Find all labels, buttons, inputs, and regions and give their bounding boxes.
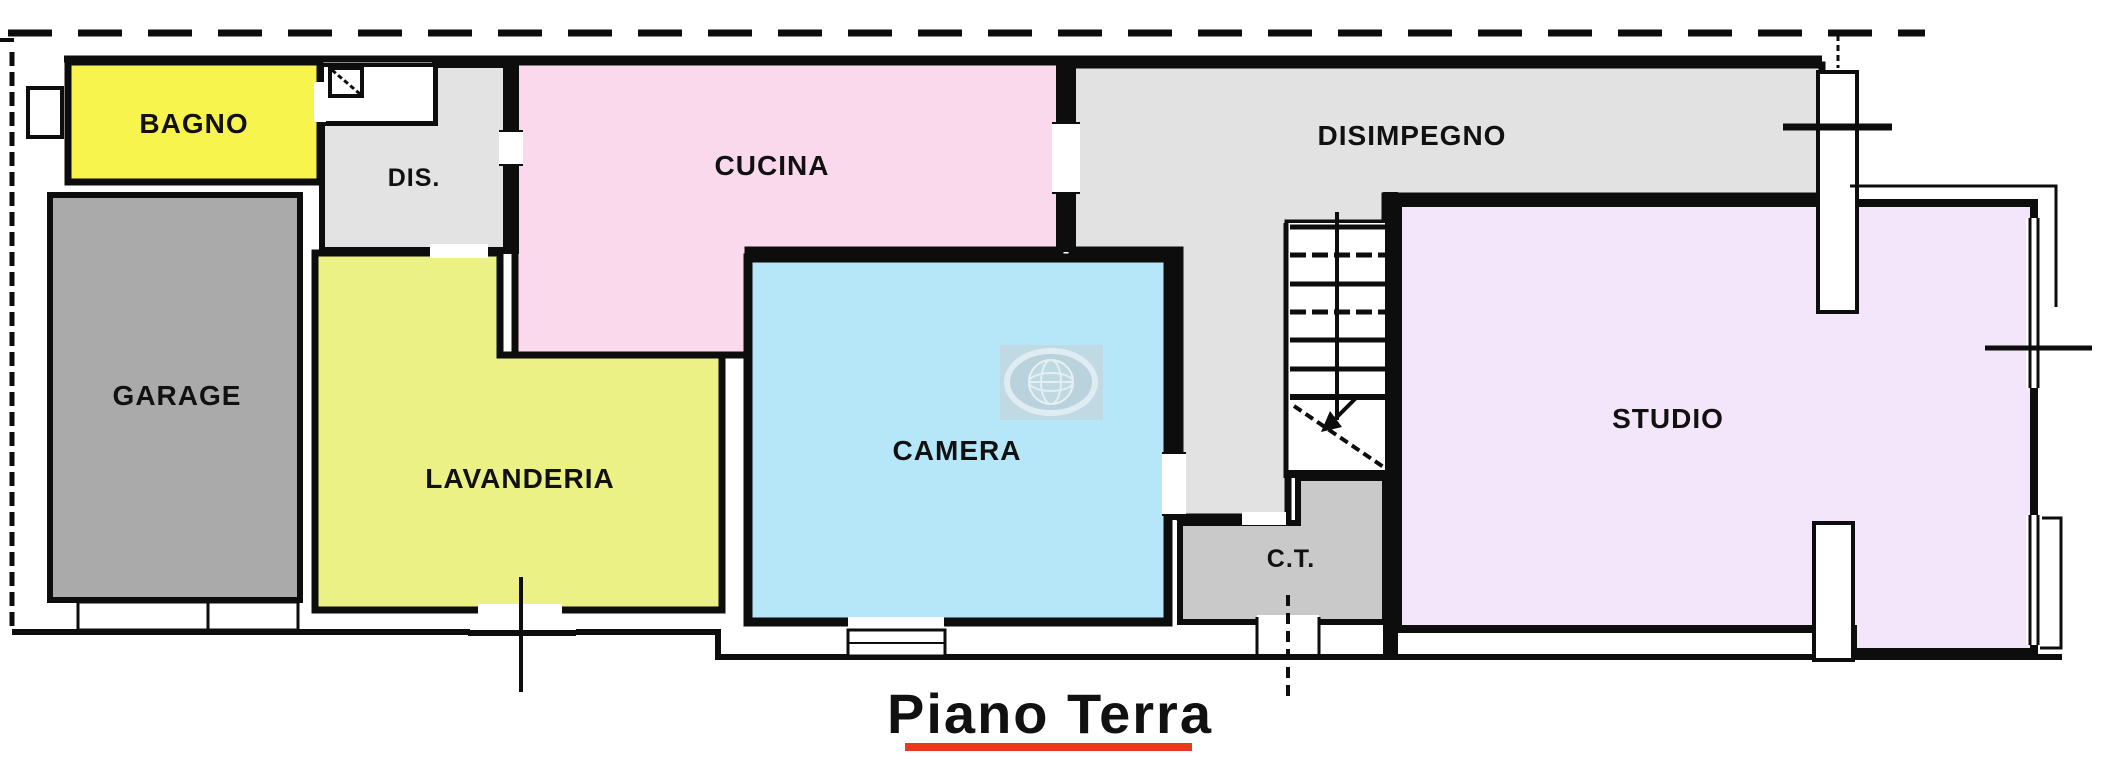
door-dis-lavanderia (430, 244, 488, 258)
outer-wall-bottom (12, 629, 2062, 660)
page-title: Piano Terra (887, 682, 1213, 745)
label-lavanderia: LAVANDERIA (425, 463, 614, 494)
door-corridor-camera (1162, 453, 1186, 515)
window-camera-south (848, 617, 944, 628)
white-volumes (320, 63, 1859, 662)
room-lavanderia (311, 249, 726, 614)
garage-step-2 (206, 600, 300, 632)
studio-pillar (1812, 521, 1855, 662)
room-labels: BAGNO GARAGE DIS. CUCINA DISIMPEGNO LAVA… (113, 108, 1724, 573)
label-cucina: CUCINA (715, 150, 830, 181)
door-dis-cucina (499, 131, 523, 165)
exterior-symbols (1783, 35, 2092, 650)
globe-logo-watermark (1000, 345, 1103, 420)
garage-step-1 (76, 600, 210, 632)
label-bagno: BAGNO (139, 108, 248, 139)
entry-closet-diagonal (331, 68, 361, 96)
room-garage (47, 192, 303, 603)
door-studio-east-gap (2026, 515, 2042, 645)
label-camera: CAMERA (893, 435, 1022, 466)
label-disimpegno: DISIMPEGNO (1318, 120, 1507, 151)
door-cucina-disimpegno (1052, 123, 1080, 193)
wall-stairs-studio (1383, 192, 1398, 654)
door-corridor-ct (1242, 512, 1286, 525)
window-studio-east-gap (2026, 218, 2042, 388)
door-bagno (314, 82, 326, 122)
chimney-chase (1816, 70, 1859, 314)
room-bagno (64, 58, 324, 186)
label-garage: GARAGE (113, 380, 242, 411)
window-niche-left (26, 86, 64, 139)
stair-break-line (1292, 404, 1387, 470)
balcony-outline-top (1850, 184, 2058, 307)
label-ct: C.T. (1267, 545, 1315, 573)
staircase (1283, 212, 1398, 478)
globe-parallel (1028, 372, 1074, 392)
stair-arrow-head (1321, 411, 1342, 432)
label-studio: STUDIO (1612, 403, 1724, 434)
plan-title-group: Piano Terra (887, 682, 1213, 751)
room-camera (743, 253, 1173, 627)
label-dis: DIS. (388, 164, 441, 192)
openings (76, 82, 1321, 697)
balcony-outline-bottom (2040, 516, 2063, 650)
